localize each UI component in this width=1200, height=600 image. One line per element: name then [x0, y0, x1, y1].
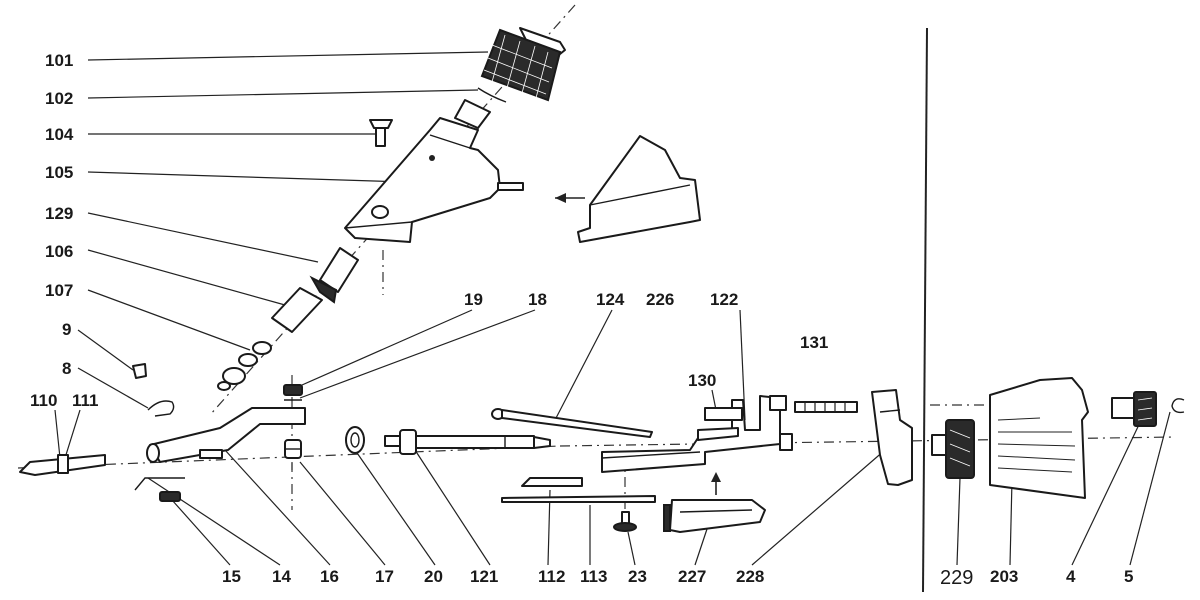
label-228: 228	[736, 567, 764, 586]
bracket-part	[663, 472, 766, 533]
label-110: 110	[30, 391, 57, 410]
label-121: 121	[470, 567, 498, 586]
small-sleeve-part	[283, 384, 303, 401]
label-105: 105	[45, 163, 73, 182]
label-130: 130	[688, 371, 716, 390]
shaft-part	[384, 429, 551, 455]
label-4: 4	[1066, 567, 1076, 586]
label-227: 227	[678, 567, 706, 586]
label-20: 20	[424, 567, 443, 586]
needle-part	[501, 495, 656, 503]
gear-part	[931, 419, 975, 479]
screw-part	[369, 119, 393, 147]
small-spring-part	[159, 491, 181, 502]
label-17: 17	[375, 567, 394, 586]
spring-part	[217, 341, 272, 391]
thumb-screw-part	[613, 511, 637, 532]
label-122: 122	[710, 290, 738, 309]
end-housing-part	[989, 377, 1089, 499]
tube-part	[271, 287, 323, 333]
divider-line	[922, 27, 928, 593]
label-9: 9	[62, 320, 71, 339]
label-111: 111	[72, 391, 99, 410]
housing-part	[344, 99, 524, 243]
housing-block-part	[871, 389, 913, 486]
long-rod-part	[491, 408, 653, 438]
knurled-knob-part	[480, 27, 566, 102]
label-16: 16	[320, 567, 339, 586]
label-8: 8	[62, 359, 71, 378]
tip-part	[19, 454, 106, 476]
bent-tube-part	[146, 407, 306, 463]
cover-part	[555, 135, 701, 243]
label-112: 112	[538, 567, 565, 586]
label-104: 104	[45, 125, 74, 144]
washer-part	[477, 87, 507, 103]
frame-part	[601, 395, 793, 473]
small-gear-part	[1111, 391, 1157, 427]
label-18: 18	[528, 290, 547, 309]
label-23: 23	[628, 567, 647, 586]
nut-part	[284, 439, 302, 459]
sleeve-part	[309, 247, 359, 304]
label-107: 107	[45, 281, 73, 300]
labels: 101 102 104 105 129 106 107 9 8 110 111 …	[30, 51, 1133, 589]
label-101: 101	[45, 51, 73, 70]
label-226: 226	[646, 290, 674, 309]
label-14: 14	[272, 567, 291, 586]
label-5: 5	[1124, 567, 1133, 586]
label-102: 102	[45, 89, 73, 108]
blade-part	[521, 477, 583, 487]
wire-clip-part	[147, 400, 175, 417]
label-129: 129	[45, 204, 73, 223]
label-113: 113	[580, 567, 607, 586]
label-203: 203	[990, 567, 1018, 586]
label-15: 15	[222, 567, 241, 586]
threaded-stud-part	[794, 401, 858, 413]
label-131: 131	[800, 333, 828, 352]
retaining-clip-part	[1171, 398, 1185, 414]
o-ring-part	[345, 426, 365, 454]
small-pin-part	[132, 363, 147, 379]
label-124: 124	[596, 290, 625, 309]
wire-part	[134, 477, 185, 491]
label-229: 229	[940, 567, 973, 589]
label-106: 106	[45, 242, 73, 261]
label-19: 19	[464, 290, 483, 309]
